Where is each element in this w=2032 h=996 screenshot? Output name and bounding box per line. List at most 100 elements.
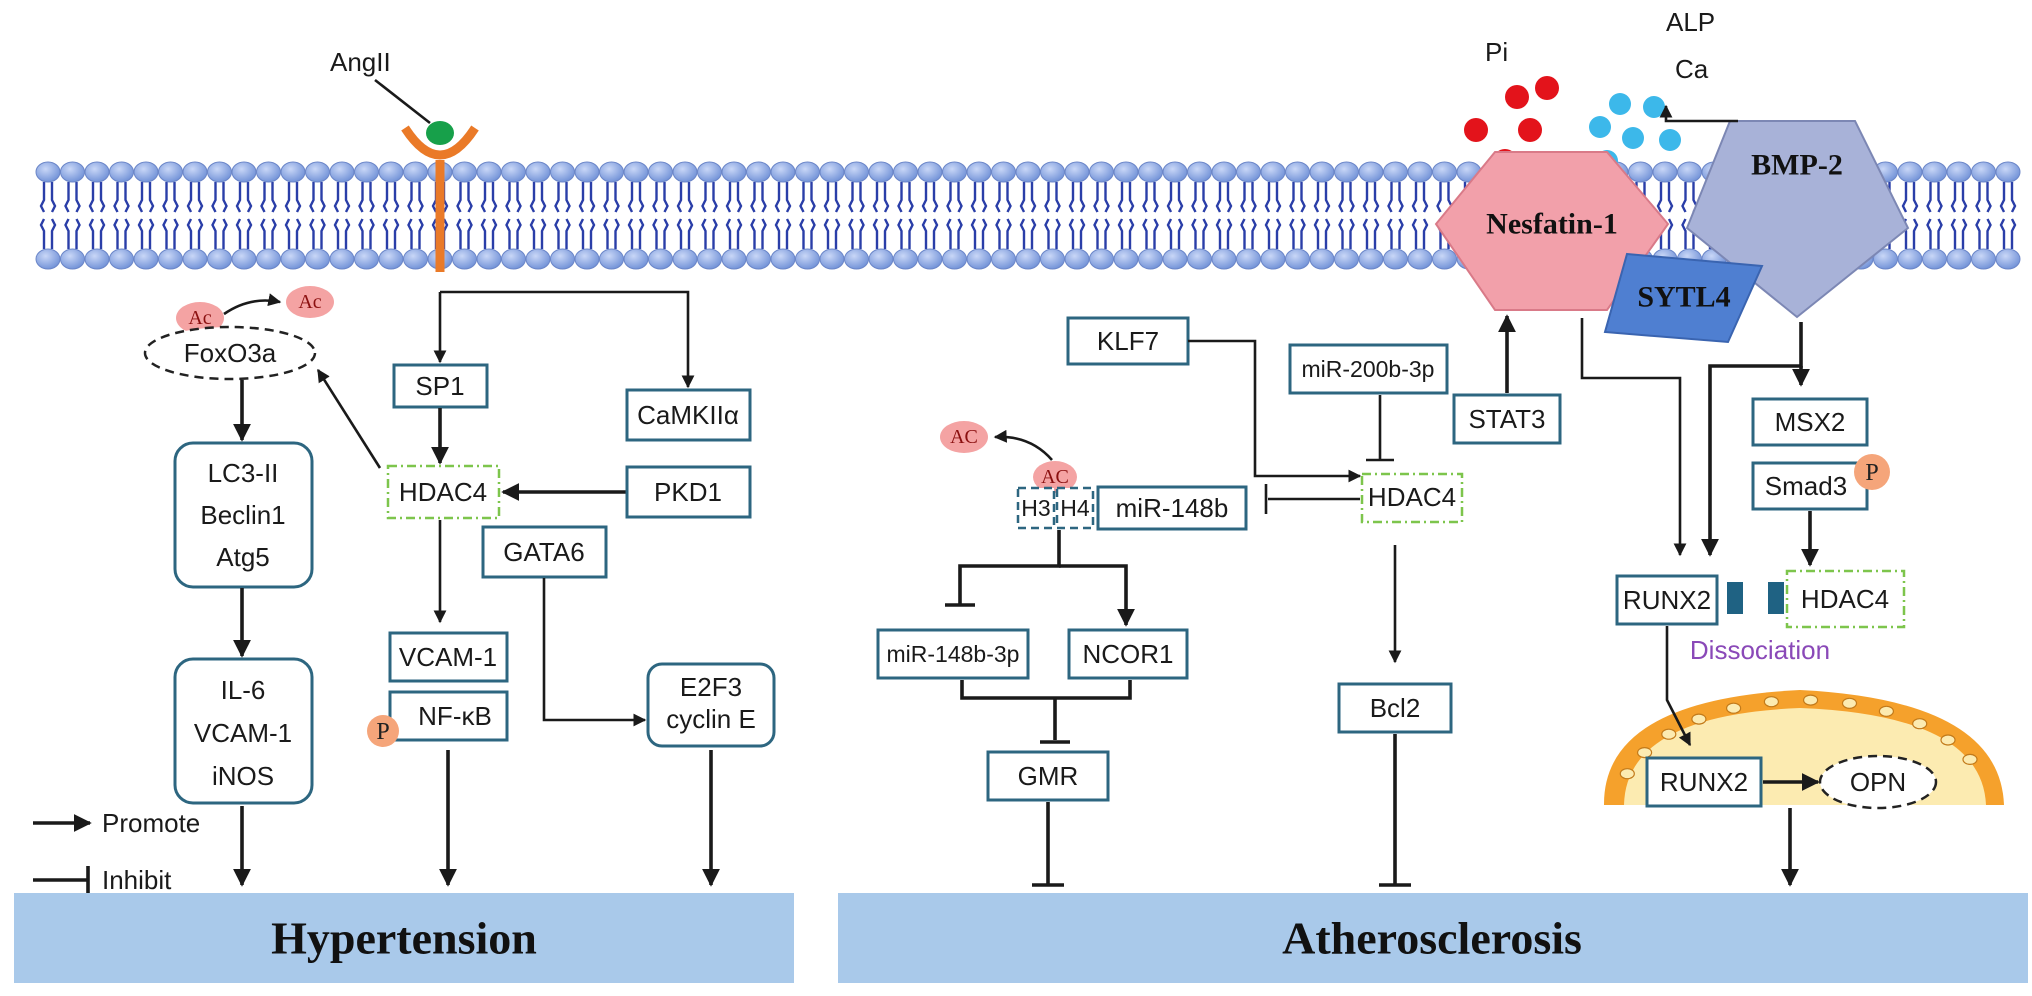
lipid-tail [1093,182,1110,249]
lipid-head [1211,161,1237,183]
promote-label: Promote [102,808,200,838]
nfkb-node: NF-κB P [367,690,509,747]
lipid-head [819,248,845,270]
lipid-head [1113,161,1139,183]
lipid-tail [358,182,375,249]
lipid-tail [578,182,596,249]
nfkb-label: NF-κB [418,701,492,731]
lipid-head [991,161,1016,183]
lipid-tail [1191,182,1208,249]
lipid-head [207,161,232,183]
nuclear-pore [1636,746,1653,759]
klf7-node: KLF7 [1066,316,1190,366]
lipid-head [844,161,869,183]
lipid-head [35,161,61,183]
lipid-head [109,248,134,270]
lipid-head [1285,248,1310,270]
lipid-head [623,248,649,270]
vcam1-inflam-label: VCAM-1 [194,718,292,748]
gmr-node: GMR [986,750,1110,802]
lipid-tail [309,182,326,249]
angii-label: AngII [330,47,391,77]
receptor-cup [401,125,479,160]
lipid-head [1334,248,1359,270]
lipid-head [1040,161,1065,183]
lipid-tail [1338,182,1355,249]
nuclear-pore [1725,702,1742,714]
lipid-tail [1044,182,1061,249]
lipid-head [1162,248,1188,270]
lipid-head [354,248,379,270]
gata6-label: GATA6 [503,537,584,567]
lipid-tail [676,182,694,249]
lipid-tail [1240,182,1257,249]
lipid-head [574,248,600,270]
lipid-tail [995,182,1012,249]
lipid-head [1040,248,1065,270]
lipid-head [1358,248,1384,270]
lipid-head [501,161,526,183]
runx2-node: RUNX2 [1615,574,1719,626]
lipid-head [1064,161,1090,183]
lipid-head [35,248,61,270]
lipid-head [1089,161,1114,183]
hdac4-mid-node: HDAC4 [1360,472,1464,524]
ca-label: Ca [1675,54,1709,84]
runx2-label: RUNX2 [1623,585,1711,615]
e2f3-label: E2F3 [680,672,742,702]
lipid-tail [848,182,865,249]
lipid-head [378,161,404,183]
lipid-head [917,248,943,270]
lipid-tail [88,182,106,249]
lipid-tail [872,182,890,249]
lipid-head [574,161,600,183]
lipid-tail [1926,182,1943,249]
cycline-label: cyclin E [666,704,756,734]
lipid-head [550,248,575,270]
angii-pointer [374,78,431,125]
lipid-head [868,248,894,270]
nuclear-pore [1763,696,1780,708]
lipid-tail [627,182,645,249]
lipid-head [280,248,306,270]
nesfatin1-label: Nesfatin-1 [1486,208,1618,241]
stat3-label: STAT3 [1468,404,1545,434]
atherosclerosis-label: Atherosclerosis [1282,913,1582,964]
lipid-head [1897,161,1923,183]
opn-node: OPN [1818,754,1938,810]
msx2-label: MSX2 [1775,407,1846,437]
lipid-head [1260,248,1286,270]
hdac4-binding-block [1768,582,1784,614]
lipid-head [109,161,134,183]
lipid-head [623,161,649,183]
lipid-head [1922,161,1947,183]
lipid-head [476,248,502,270]
ca-ions: ALP Ca [1589,7,1715,172]
sp1-node: SP1 [392,363,489,409]
lipid-tail [529,182,547,249]
hdac4-mid-label: HDAC4 [1368,482,1456,512]
nuclear-pore [1661,728,1677,740]
lipid-head [476,161,502,183]
lipid-head [329,248,355,270]
lipid-tail [725,182,743,249]
foxo3a-label: FoxO3a [184,338,277,368]
legend: Promote Inhibit [33,808,200,895]
lipid-head [1432,161,1457,183]
lipid-head [1946,161,1972,183]
lipid-head [158,161,183,183]
dissociation-label: Dissociation [1690,635,1830,665]
lipid-head [1113,248,1139,270]
lipid-head [795,248,820,270]
lipid-tail [1313,182,1331,249]
lipid-head [1383,161,1408,183]
foxo3a-acetyl: Ac Ac [176,286,334,334]
lipid-head [942,161,967,183]
lipid-head [525,248,551,270]
nuclear-pore [1691,713,1707,725]
lipid-tail [897,182,914,249]
lipid-head [746,161,771,183]
lipid-head [84,161,110,183]
lipid-head [1897,248,1923,270]
mir148b3p-node: miR-148b-3p [876,628,1030,680]
